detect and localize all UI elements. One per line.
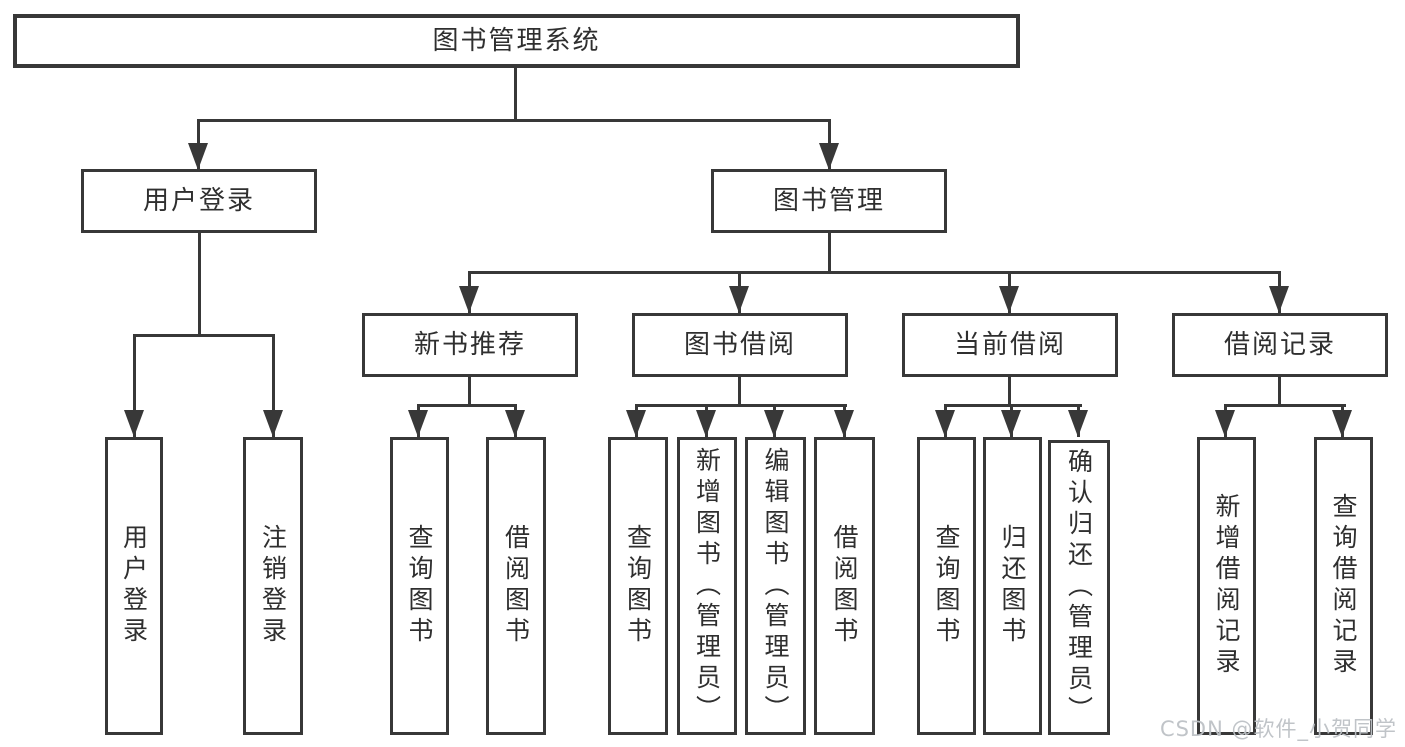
arrowhead-down-icon [263, 410, 283, 437]
arrowhead-down-icon [188, 143, 208, 170]
leaf-logout: 注销登录 [243, 437, 303, 735]
arrowhead-down-icon [505, 410, 525, 437]
connector-line [417, 404, 517, 407]
node-book-borrow: 图书借阅 [632, 313, 848, 377]
connector-line [828, 233, 831, 272]
node-borrow-records: 借阅记录 [1172, 313, 1388, 377]
leaf-borrow-books: 借阅图书 [814, 437, 875, 735]
connector-line [635, 404, 847, 407]
arrowhead-down-icon [764, 410, 784, 437]
node-root: 图书管理系统 [13, 14, 1020, 68]
leaf-user-login: 用户登录 [105, 437, 163, 735]
arrowhead-down-icon [1001, 410, 1021, 437]
node-new-book-recommend: 新书推荐 [362, 313, 578, 377]
connector-line [198, 233, 201, 335]
connector-line [514, 68, 517, 120]
leaf-add-book-admin: 新增图书（管理员） [677, 437, 737, 735]
node-book-management: 图书管理 [711, 169, 947, 233]
node-current-borrow: 当前借阅 [902, 313, 1118, 377]
arrowhead-down-icon [626, 410, 646, 437]
connector-line [468, 377, 471, 405]
arrowhead-down-icon [999, 286, 1019, 313]
connector-line [133, 334, 275, 337]
connector-line [133, 334, 136, 437]
leaf-query-borrow-record: 查询借阅记录 [1314, 437, 1373, 735]
connector-line [1008, 377, 1011, 405]
node-user-login: 用户登录 [81, 169, 317, 233]
connector-line [197, 119, 831, 122]
connector-line [272, 334, 275, 437]
arrowhead-down-icon [408, 410, 428, 437]
arrowhead-down-icon [1215, 410, 1235, 437]
connector-line [944, 404, 1082, 407]
leaf-return-books: 归还图书 [983, 437, 1042, 735]
leaf-edit-book-admin: 编辑图书（管理员） [745, 437, 806, 735]
arrowhead-down-icon [1269, 286, 1289, 313]
arrowhead-down-icon [729, 286, 749, 313]
leaf-add-borrow-record: 新增借阅记录 [1197, 437, 1256, 735]
arrowhead-down-icon [935, 410, 955, 437]
connector-line [1224, 404, 1346, 407]
leaf-query-books: 查询图书 [390, 437, 449, 735]
leaf-confirm-return-admin: 确认归还（管理员） [1048, 440, 1110, 735]
arrowhead-down-icon [1068, 410, 1088, 437]
arrowhead-down-icon [124, 410, 144, 437]
leaf-query-books: 查询图书 [917, 437, 976, 735]
connector-line [738, 377, 741, 405]
arrowhead-down-icon [819, 143, 839, 170]
arrowhead-down-icon [459, 286, 479, 313]
connector-line [1278, 377, 1281, 405]
connector-line [468, 271, 1281, 274]
arrowhead-down-icon [1332, 410, 1352, 437]
arrowhead-down-icon [696, 410, 716, 437]
leaf-borrow-books: 借阅图书 [486, 437, 546, 735]
arrowhead-down-icon [834, 410, 854, 437]
leaf-query-books: 查询图书 [608, 437, 668, 735]
